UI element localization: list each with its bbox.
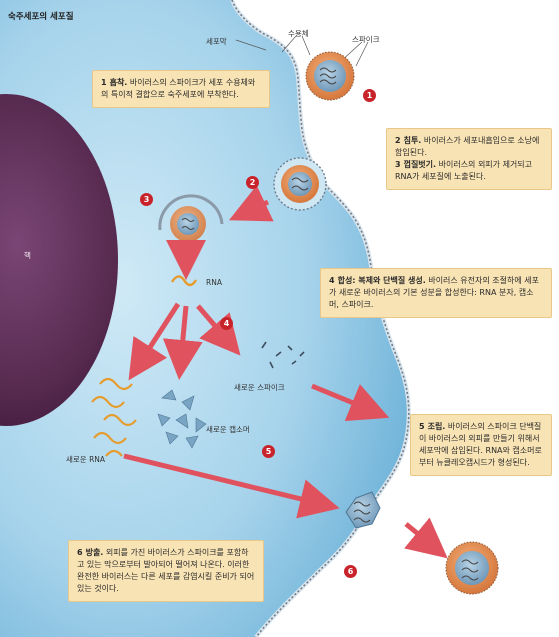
step-5-number: 5	[419, 422, 425, 431]
marker-4: 4	[220, 317, 233, 330]
virus-uncoating	[158, 194, 224, 242]
step-6-text: 외피를 가진 바이러스가 스파이크를 포함하고 있는 막으로부터 발아되어 떨어…	[77, 548, 255, 593]
step-1-text: 바이러스의 스파이크가 세포 수용체와의 특이적 결합으로 숙주세포에 부착한다…	[101, 78, 256, 99]
step-6-title: 방출.	[85, 548, 104, 557]
label-receptor: 수용체	[288, 29, 309, 38]
step-5-title: 조립.	[427, 422, 446, 431]
diagram-title: 숙주세포의 세포질	[8, 12, 74, 22]
marker-5: 5	[262, 445, 275, 458]
step-2-text: 바이러스가 세포내흡입으로 소낭에 함입된다.	[395, 136, 540, 157]
label-rna: RNA	[206, 278, 222, 287]
step-4-number: 4	[329, 276, 335, 285]
virus-released	[445, 541, 499, 595]
step-5-text: 바이러스의 스파이크 단백질이 바이러스의 외피를 만들기 위해서 세포막에 삽…	[419, 422, 542, 467]
marker-3: 3	[140, 193, 153, 206]
step-4-title: 합성: 복제와 단백질 생성.	[337, 276, 426, 285]
label-new-spike: 새로운 스파이크	[234, 383, 285, 392]
new-capsomers	[157, 389, 207, 449]
step-4-text: 바이러스 유전자의 조절하에 세포가 새로운 바이러스의 기본 성분을 합성한다…	[329, 276, 539, 309]
marker-2: 2	[246, 176, 259, 189]
nucleus	[0, 94, 118, 426]
label-new-rna: 새로운 RNA	[66, 455, 106, 464]
process-arrows	[123, 185, 448, 559]
step-3-title: 껍질벗기.	[403, 160, 437, 169]
label-nucleus: 핵	[24, 251, 31, 260]
step-2-number: 2	[395, 136, 401, 145]
virus-adsorption	[305, 51, 355, 101]
step-2-title: 침투.	[403, 136, 422, 145]
new-rna-strands	[91, 377, 137, 457]
label-membrane: 세포막	[206, 37, 227, 46]
step-3-text: 바이러스의 외피가 제거되고 RNA가 세포질에 노출된다.	[395, 160, 533, 181]
marker-1: 1	[363, 89, 376, 102]
step-1-title: 흡착.	[109, 78, 128, 87]
virus-penetration	[273, 157, 327, 211]
marker-6: 6	[344, 565, 357, 578]
step-3-number: 3	[395, 160, 401, 169]
label-new-capsomer: 새로운 캡소머	[206, 425, 250, 434]
nucleocapsid	[345, 491, 381, 529]
new-spikes	[261, 341, 305, 369]
step-6-number: 6	[77, 548, 83, 557]
step-1-number: 1	[101, 78, 107, 87]
label-spike: 스파이크	[352, 35, 380, 44]
